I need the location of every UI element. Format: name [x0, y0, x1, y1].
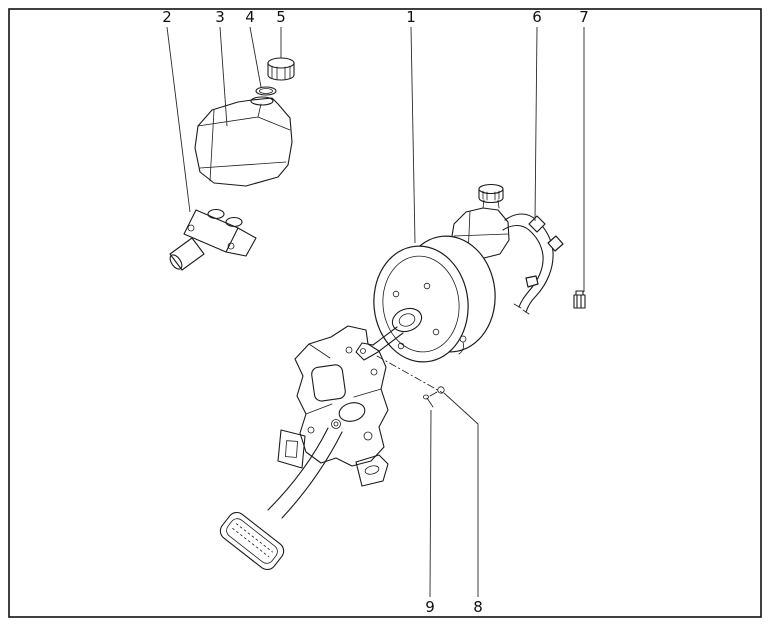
booster-front-ring [382, 255, 460, 353]
callout-labels: 2 3 4 5 1 6 7 9 8 [162, 8, 589, 616]
booster-reservoir-cap-knurls [482, 190, 500, 201]
callout-8: 8 [473, 598, 483, 616]
seal-outer-ring [255, 86, 277, 96]
brake-tubes-part [485, 213, 564, 315]
callout-4: 4 [245, 8, 255, 26]
pedal-bracket-assembly [219, 325, 389, 571]
reservoir-cap-part [267, 57, 295, 81]
master-cylinder-port-1 [207, 208, 225, 220]
clevis-pin [423, 394, 434, 408]
fluid-reservoir-part [194, 96, 293, 187]
callout-6: 6 [532, 8, 542, 26]
pedal-bracket-outline [294, 325, 389, 467]
booster-studs [392, 282, 440, 350]
pedal-pad-outer [219, 511, 285, 571]
callout-9: 9 [425, 598, 435, 616]
leader-line-9 [429, 409, 432, 598]
booster-hub-inner [398, 313, 416, 327]
reservoir-detail-lines [197, 103, 291, 182]
seal-inner-ring [259, 88, 273, 94]
assembly-centerline [376, 355, 444, 394]
leader-line-4 [249, 26, 262, 88]
snout-end [169, 254, 183, 270]
callout-2: 2 [162, 8, 172, 26]
bracket-oval-hole [338, 402, 366, 422]
flange-holes [187, 224, 235, 250]
booster-hub-outer [391, 307, 423, 333]
cap-side [267, 62, 295, 81]
leader-lines [166, 26, 585, 598]
booster-reservoir-cap-top [478, 183, 504, 195]
pedal-arm [267, 427, 343, 519]
master-cylinder-body [225, 227, 257, 257]
booster-reservoir-neck [482, 199, 500, 209]
bracket-side-tab [355, 454, 389, 487]
brake-tube-a [504, 213, 554, 313]
tube-clamp [525, 275, 539, 288]
reservoir-seal-part [255, 86, 277, 96]
pushrod-fork [355, 342, 379, 361]
stopper-bracket-hole [285, 440, 298, 458]
master-cylinder-snout [169, 237, 205, 271]
mounting-bolt [429, 386, 445, 397]
fasteners [376, 355, 445, 408]
tube-flare-ends [513, 303, 530, 315]
brake-booster-part [355, 235, 496, 363]
booster-reservoir-cap-side [478, 188, 504, 204]
stopper-bracket [277, 429, 306, 469]
bracket-small-holes [307, 346, 378, 441]
booster-front-shell [373, 245, 469, 363]
booster-pushrod [372, 326, 404, 353]
bracket-square-hole [311, 364, 346, 402]
leader-line-1 [410, 26, 416, 244]
callout-3: 3 [215, 8, 225, 26]
callout-1: 1 [406, 8, 416, 26]
leader-line-2 [166, 26, 191, 213]
tube-fitting-2 [547, 235, 564, 252]
leader-line-8 [443, 392, 479, 597]
reservoir-body [194, 97, 293, 187]
pedal-pad [219, 511, 285, 571]
tube-clip [573, 290, 586, 309]
bracket-crease-lines [305, 343, 382, 415]
side-tab-slot [364, 465, 380, 475]
tube-fitting-1 [528, 215, 546, 233]
cap-knurls [271, 65, 291, 80]
diagram-border [8, 8, 762, 618]
callout-5: 5 [276, 8, 286, 26]
tube-clip-part [573, 290, 586, 309]
check-valve [458, 335, 467, 355]
pedal-pivot-bolt [331, 419, 341, 429]
fork-hole [360, 348, 366, 354]
pedal-pad-inner [226, 518, 278, 564]
master-cylinder-part [169, 208, 257, 271]
brake-tube-b [502, 224, 544, 308]
reservoir-neck [250, 96, 274, 106]
master-cylinder-port-2 [225, 216, 243, 228]
leader-line-3 [219, 26, 228, 127]
callout-7: 7 [579, 8, 589, 26]
leader-line-6 [534, 26, 538, 222]
